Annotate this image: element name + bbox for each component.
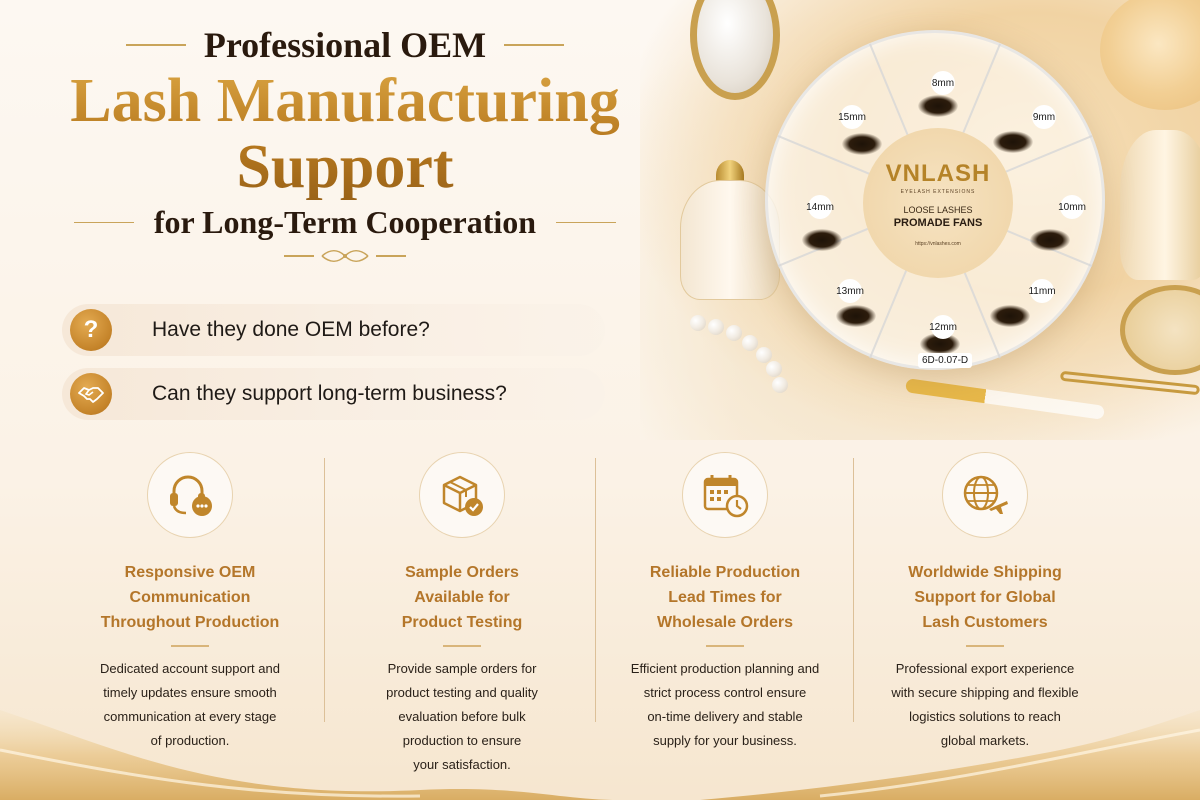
feature-desc-line: timely updates ensure smooth (103, 684, 277, 700)
feature-title-line: Throughout Production (100, 614, 280, 631)
brand-tagline: EYELASH EXTENSIONS (900, 188, 976, 195)
gold-mirror-decoration (690, 0, 780, 100)
feature-title-line: Sample Orders (405, 564, 519, 581)
lash-fan (990, 305, 1030, 327)
lash-fan (836, 305, 876, 327)
lash-fan (1030, 229, 1070, 251)
lash-fan (802, 229, 842, 251)
feature-title-line: Lead Times for (668, 589, 782, 606)
lash-fan (920, 333, 960, 355)
feature-desc-line: with secure shipping and flexible (891, 684, 1079, 700)
feature-divider (595, 458, 596, 722)
feature-desc-line: communication at every stage (103, 708, 277, 724)
question-text: Can they support long-term business? (152, 382, 507, 405)
feature-description: Provide sample orders for product testin… (332, 657, 592, 777)
case-brand-label: VNLASH EYELASH EXTENSIONS LOOSE LASHES P… (863, 128, 1013, 278)
feature-desc-line: product testing and quality (386, 684, 538, 700)
feature-description: Dedicated account support and timely upd… (60, 657, 320, 753)
feature-divider (853, 458, 854, 722)
feature-rule (966, 645, 1004, 647)
headline-block: Professional OEM Lash Manufacturing Supp… (40, 24, 650, 263)
feature-description: Professional export experience with secu… (855, 657, 1115, 753)
feature-title-line: Responsive OEM (124, 564, 256, 581)
brand-logo: VNLASH (885, 159, 991, 187)
feature-shipping: Worldwide Shipping Support for Global La… (855, 452, 1115, 753)
gold-tray-decoration (1120, 285, 1200, 375)
product-line-1: LOOSE LASHES (903, 204, 973, 215)
feature-desc-line: logistics solutions to reach (909, 708, 1061, 724)
feature-title-line: Communication (129, 589, 251, 606)
subtitle-rule-left (73, 221, 134, 224)
feature-desc-line: on-time delivery and stable (647, 708, 803, 724)
feature-title-line: Wholesale Orders (656, 614, 794, 631)
feature-title-line: Lash Customers (922, 614, 1048, 631)
feature-lead-times: Reliable Production Lead Times for Whole… (595, 452, 855, 753)
question-pill-oem: ? Have they done OEM before? (62, 304, 605, 356)
headline-bottom: for Long-Term Cooperation (153, 204, 537, 240)
feature-desc-line: Dedicated account support and (100, 660, 280, 676)
headset-chat-icon (147, 452, 233, 538)
tray-label: 9mm (1032, 105, 1056, 129)
feature-desc-line: production to ensure (402, 732, 522, 748)
feature-samples: Sample Orders Available for Product Test… (332, 452, 592, 777)
feature-desc-line: of production. (150, 732, 230, 748)
feature-desc-line: Professional export experience (895, 660, 1075, 676)
tray-label: 15mm (838, 105, 866, 129)
tray-label: 13mm (836, 279, 864, 303)
feature-desc-line: evaluation before bulk (398, 708, 526, 724)
lash-fan (842, 133, 882, 155)
lash-tray-case: 8mm 9mm 10mm 11mm 12mm 13mm 14mm 15mm 6D… (765, 30, 1105, 370)
feature-desc-line: Provide sample orders for (387, 660, 537, 676)
subtitle-rule-right (556, 221, 617, 224)
question-icon: ? (70, 309, 112, 351)
tray-label: 8mm (931, 71, 955, 95)
lash-fan (993, 131, 1033, 153)
feature-desc-line: supply for your business. (653, 732, 797, 748)
ornament-flourish (40, 249, 650, 263)
feature-title: Worldwide Shipping Support for Global La… (855, 560, 1115, 635)
feature-divider (324, 458, 325, 722)
feature-desc-line: global markets. (940, 732, 1030, 748)
tray-label: 11mm (1028, 279, 1056, 303)
tray-label: 10mm (1058, 195, 1086, 219)
title-rule-right (504, 44, 565, 46)
feature-rule (171, 645, 209, 647)
spec-label: 6D-0.07-D (918, 353, 973, 368)
title-rule-left (125, 44, 186, 46)
feature-rule (443, 645, 481, 647)
globe-plane-icon (942, 452, 1028, 538)
product-url: https://vnlashes.com (915, 240, 961, 247)
feature-desc-line: Efficient production planning and (630, 660, 820, 676)
feature-title: Responsive OEM Communication Throughout … (60, 560, 320, 635)
feature-desc-line: strict process control ensure (643, 684, 807, 700)
feature-title: Reliable Production Lead Times for Whole… (595, 560, 855, 635)
product-line-2: PROMADE FANS (893, 216, 983, 229)
headline-main-line2: Support (236, 133, 454, 201)
feature-title-line: Worldwide Shipping (908, 564, 1062, 581)
feature-title-line: Product Testing (401, 614, 523, 631)
feature-description: Efficient production planning and strict… (595, 657, 855, 753)
glass-vase-decoration (1120, 130, 1200, 280)
feature-title: Sample Orders Available for Product Test… (332, 560, 592, 635)
feature-desc-line: your satisfaction. (413, 756, 511, 772)
question-pill-longterm: Can they support long-term business? (62, 368, 605, 420)
tray-label: 14mm (806, 195, 834, 219)
box-check-icon (419, 452, 505, 538)
headline-main-line1: Lash Manufacturing (70, 67, 620, 135)
headline-top: Professional OEM (203, 25, 487, 65)
feature-title-line: Support for Global (914, 589, 1056, 606)
feature-title-line: Available for (414, 589, 510, 606)
feature-communication: Responsive OEM Communication Throughout … (60, 452, 320, 753)
lash-fan (918, 95, 958, 117)
pearl-string-decoration (690, 305, 800, 405)
question-text: Have they done OEM before? (152, 318, 430, 341)
handshake-icon (70, 373, 112, 415)
tray-label: 12mm (929, 315, 957, 339)
feature-rule (706, 645, 744, 647)
features-section: Responsive OEM Communication Throughout … (60, 452, 1150, 772)
feature-title-line: Reliable Production (649, 564, 801, 581)
calendar-clock-icon (682, 452, 768, 538)
headline-main: Lash Manufacturing Support (40, 68, 650, 200)
